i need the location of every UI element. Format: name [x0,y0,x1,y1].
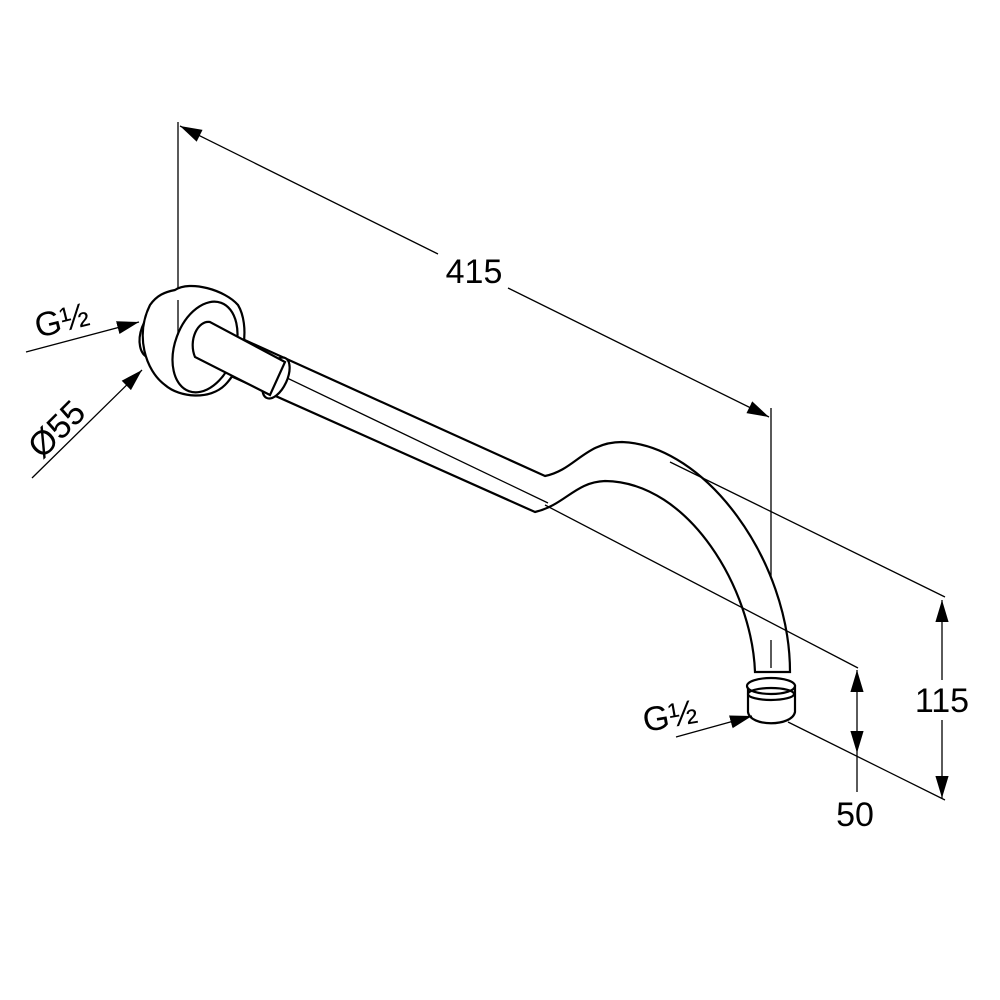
thread-inlet-label: G½ [31,296,93,346]
leader-line [675,715,753,738]
extension-line [669,461,946,598]
height-total-label: 115 [915,682,969,720]
flange-diameter-label: Ø55 [21,393,93,465]
shower-arm [138,285,797,725]
leader-line [25,321,140,353]
extension-line [544,504,859,669]
length-label: 415 [446,253,503,291]
leader-thread-inlet: G½ [25,296,140,353]
height-outlet-label: 50 [836,796,874,834]
thread-outlet-label: G½ [640,693,701,740]
dimension-line [507,287,770,418]
leader-line [31,369,143,479]
extension-line [787,721,946,801]
pipe-neck [191,320,287,397]
dimension-line [179,125,439,255]
dimension-length: 415 [177,122,772,668]
dimension-heights: 115 50 [544,461,969,834]
centerline [284,376,549,504]
outlet-nut [745,640,797,725]
pipe-body [193,320,792,674]
leader-flange-diameter: Ø55 [21,369,143,479]
leader-thread-outlet: G½ [640,693,753,740]
